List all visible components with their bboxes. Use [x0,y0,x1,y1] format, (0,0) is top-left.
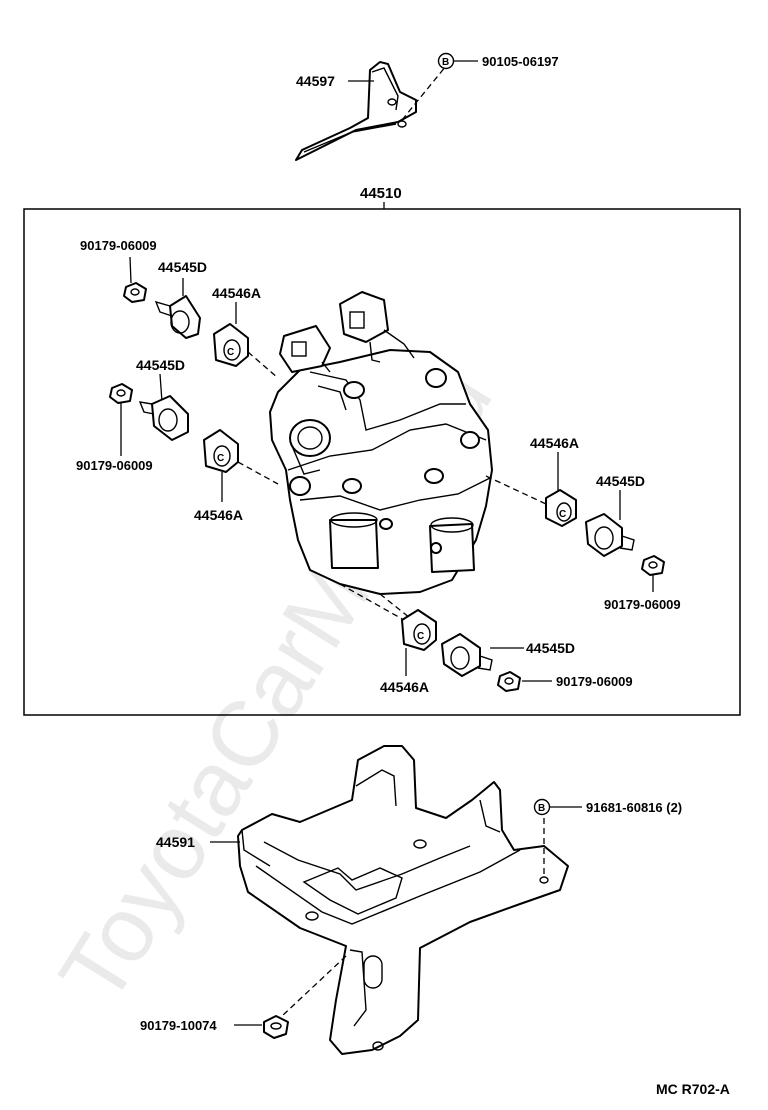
bracket-44591 [237,745,569,1055]
label-seal-b: 44546A [380,679,429,695]
label-screw-b: 90179-06009 [556,674,633,689]
screw-r [641,555,665,576]
label-plug-ml: 44545D [136,357,185,373]
bolt-marker-lower: B [538,803,545,814]
label-screw-r: 90179-06009 [604,597,681,612]
actuator-body [269,291,493,595]
seal-ml: C [203,429,239,473]
nut-90179-10074 [263,1015,289,1039]
label-screw-ul: 90179-06009 [80,238,157,253]
svg-text:C: C [227,347,234,358]
label-assembly-44510: 44510 [360,185,402,202]
screw-ml [109,383,133,404]
svg-text:C: C [217,453,224,464]
label-plug-ul: 44545D [158,259,207,275]
label-bolt-90105-06197: 90105-06197 [482,54,559,69]
seal-r: C [545,489,577,527]
bolt-marker-top-icon [437,52,455,70]
label-bracket-44597: 44597 [296,73,335,89]
label-seal-ml: 44546A [194,507,243,523]
bracket-44597 [295,61,447,161]
svg-text:C: C [417,631,424,642]
label-screw-ml: 90179-06009 [76,458,153,473]
plug-r [585,513,635,557]
label-plug-b: 44545D [526,640,575,656]
label-seal-r: 44546A [530,435,579,451]
label-bolt-91681-60816: 91681-60816 (2) [586,800,682,815]
screw-ul [123,282,147,303]
plug-ul [154,295,201,339]
label-bracket-44591: 44591 [156,834,195,850]
seal-b: C [401,609,437,651]
assembly-frame [23,208,741,716]
label-seal-ul: 44546A [212,285,261,301]
plug-b [441,633,493,677]
label-nut-90179-10074: 90179-10074 [140,1018,217,1033]
label-plug-r: 44545D [596,473,645,489]
screw-b [497,671,521,692]
plug-ml [138,395,189,441]
svg-text:C: C [559,509,566,520]
footer-code: MC R702-A [656,1081,730,1097]
bolt-marker-lower-icon [533,798,551,816]
seal-ul: C [213,323,249,367]
bolt-marker-top: B [442,57,449,68]
